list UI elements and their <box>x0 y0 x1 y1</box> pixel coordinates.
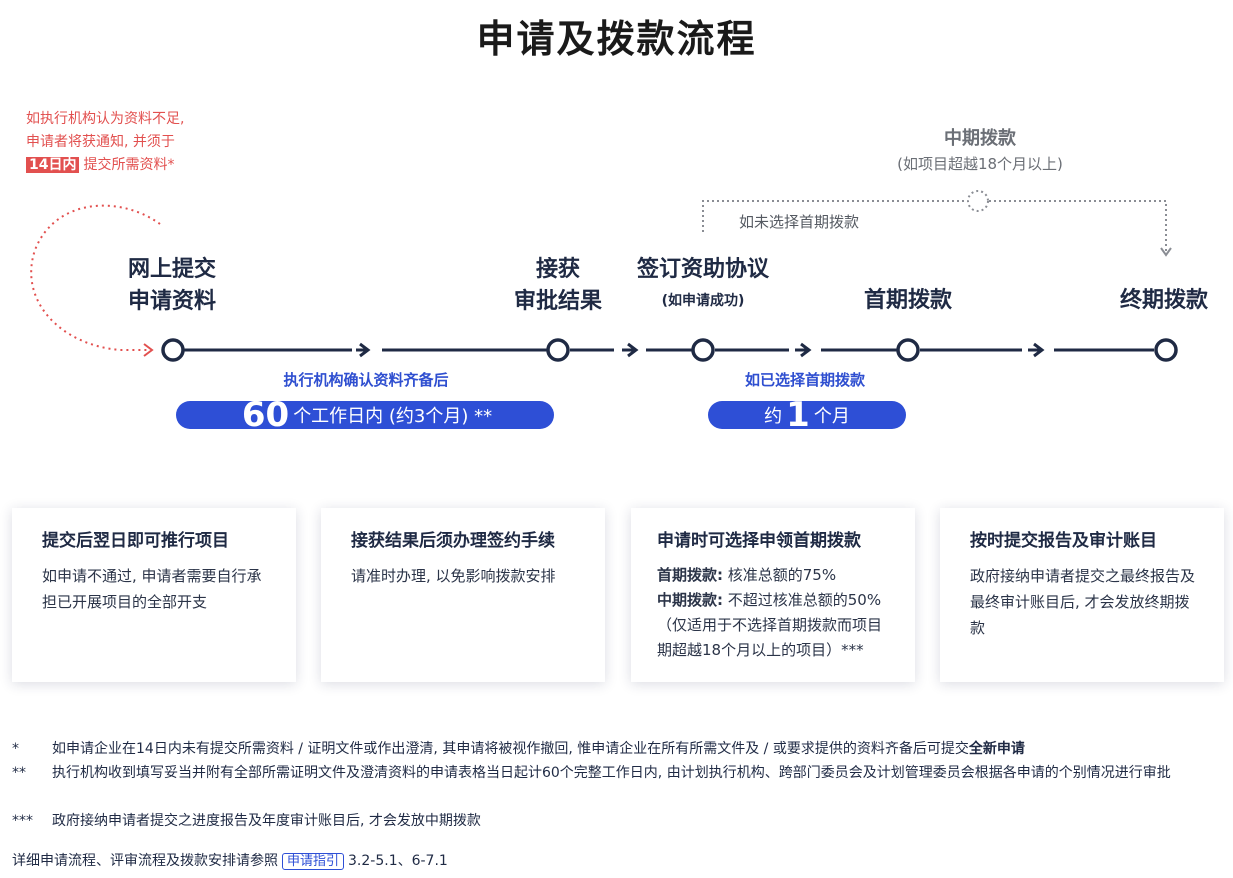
guide-reference-pre: 详细申请流程、评审流程及拨款安排请参照 <box>12 853 278 869</box>
card-4-title: 按时提交报告及审计账目 <box>970 531 1157 551</box>
footnote-1-mark: * <box>12 741 19 757</box>
node-first-payment <box>896 338 920 362</box>
note-line-2: 申请者将获通知, 并须于 <box>26 134 175 150</box>
one-month-pill: 约 1 个月 <box>708 395 906 435</box>
footnote-1: * 如申请企业在14日内未有提交所需资料 / 证明文件或作出澄清, 其申请将被视… <box>12 737 1227 761</box>
card-3-first-value: 核准总额的75% <box>723 566 837 584</box>
card-submit-reports: 按时提交报告及审计账目 政府接纳申请者提交之最终报告及最终审计账目后, 才会发放… <box>940 508 1224 682</box>
card-sign-procedure: 接获结果后须办理签约手续 请准时办理, 以免影响拨款安排 <box>321 508 605 682</box>
step-receive-result: 接获 审批结果 <box>498 254 618 318</box>
bypass-line <box>702 200 1167 252</box>
insufficient-info-note: 如执行机构认为资料不足, 申请者将获通知, 并须于 14日内提交所需资料* <box>26 108 184 177</box>
main-timeline <box>184 342 1154 358</box>
one-number: 1 <box>786 395 810 435</box>
card-3-note: （仅适用于不选择首期拨款而项目期超越18个月以上的项目）*** <box>657 616 883 659</box>
step-1-line-1: 网上提交 <box>127 257 216 282</box>
mid-payment-title: 中期拨款 <box>944 128 1016 149</box>
card-1-body: 如申请不通过, 申请者需要自行承担已开展项目的全部开支 <box>42 567 262 611</box>
fourteen-days-badge: 14日内 <box>26 157 80 173</box>
card-start-project: 提交后翌日即可推行项目 如申请不通过, 申请者需要自行承担已开展项目的全部开支 <box>12 508 296 682</box>
footnote-3-mark: *** <box>12 813 33 829</box>
footnote-2: ** 执行机构收到填写妥当并附有全部所需证明文件及澄清资料的申请表格当日起计60… <box>12 761 1227 809</box>
loop-arrowhead <box>143 343 154 357</box>
card-1-title: 提交后翌日即可推行项目 <box>42 531 229 551</box>
mid-payment-subtitle: (如项目超越18个月以上) <box>897 155 1063 173</box>
mid-payment-node <box>967 190 989 212</box>
note-line-3: 提交所需资料* <box>83 157 175 173</box>
step-2-line-1: 接获 <box>535 257 580 282</box>
one-month-text: 个月 <box>813 406 850 427</box>
footnote-2-text: 执行机构收到填写妥当并附有全部所需证明文件及澄清资料的申请表格当日起计60个完整… <box>52 765 1171 781</box>
sixty-days-text: 个工作日内 (约3个月) ** <box>293 406 493 427</box>
application-guide-link[interactable]: 申请指引 <box>282 853 345 870</box>
docs-complete-label: 执行机构确认资料齐备后 <box>283 371 449 389</box>
sixty-days-pill: 60 个工作日内 (约3个月) ** <box>176 395 554 435</box>
step-1-line-2: 申请资料 <box>127 289 216 314</box>
page-title: 申请及拨款流程 <box>476 17 757 61</box>
step-online-submit: 网上提交 申请资料 <box>112 254 232 318</box>
footnote-2-mark: ** <box>12 765 26 781</box>
card-3-title: 申请时可选择申领首期拨款 <box>657 531 861 551</box>
one-month-pre: 约 <box>764 406 783 427</box>
step-2-line-2: 审批结果 <box>513 289 602 314</box>
node-submit <box>161 338 185 362</box>
not-chosen-label: 如未选择首期拨款 <box>735 211 864 232</box>
card-4-body: 政府接纳申请者提交之最终报告及最终审计账目后, 才会发放终期拨款 <box>970 567 1196 637</box>
node-final-payment <box>1154 338 1178 362</box>
bypass-arrowhead <box>1160 247 1172 257</box>
step-sign-agreement: 签订资助协议 (如申请成功) <box>620 254 786 310</box>
card-2-title: 接获结果后须办理签约手续 <box>351 531 555 551</box>
guide-reference-sections: 3.2-5.1、6-7.1 <box>348 853 448 869</box>
node-agreement <box>691 338 715 362</box>
footnote-3: *** 政府接纳申请者提交之进度报告及年度审计账目后, 才会发放中期拨款 <box>12 809 1227 833</box>
sixty-number: 60 <box>241 395 290 435</box>
card-2-body: 请准时办理, 以免影响拨款安排 <box>351 567 556 585</box>
first-payment-chosen-label: 如已选择首期拨款 <box>744 371 865 389</box>
footnote-3-text: 政府接纳申请者提交之进度报告及年度审计账目后, 才会发放中期拨款 <box>52 813 481 829</box>
step-3-title: 签订资助协议 <box>636 257 769 282</box>
step-3-sub: (如申请成功) <box>661 293 745 309</box>
note-line-1: 如执行机构认为资料不足, <box>26 111 185 127</box>
footnote-1-text: 如申请企业在14日内未有提交所需资料 / 证明文件或作出澄清, 其申请将被视作撤… <box>52 741 969 757</box>
node-approval <box>546 338 570 362</box>
card-3-mid-label: 中期拨款: <box>657 591 723 609</box>
card-3-mid-value: 不超过核准总额的50% <box>723 591 882 609</box>
step-first-payment: 首期拨款 <box>863 288 952 313</box>
card-first-payment-option: 申请时可选择申领首期拨款 首期拨款: 核准总额的75% 中期拨款: 不超过核准总… <box>631 508 915 682</box>
card-3-first-label: 首期拨款: <box>657 566 723 584</box>
footnote-1-bold: 全新申请 <box>968 741 1025 757</box>
step-final-payment: 终期拨款 <box>1119 288 1208 313</box>
